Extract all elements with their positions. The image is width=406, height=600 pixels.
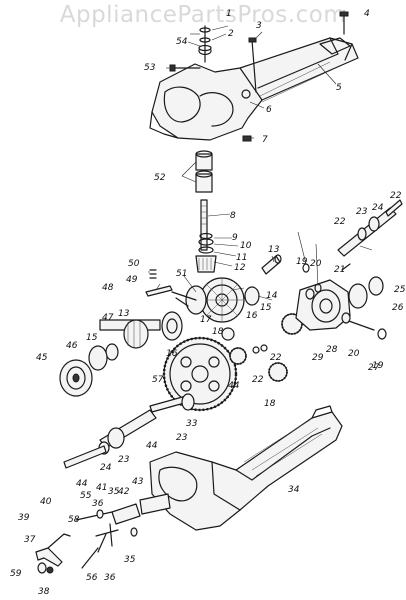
bevel-gear-cluster xyxy=(171,277,260,323)
pin-13 xyxy=(261,254,282,275)
right-upper-shaft xyxy=(337,199,403,271)
callout-7: 7 xyxy=(262,135,268,145)
callout-8: 8 xyxy=(230,211,236,221)
callout-41: 41 xyxy=(96,483,107,493)
callout-57: 57 xyxy=(152,375,164,385)
top-bolts xyxy=(169,11,349,142)
callout-13-upper: 13 xyxy=(268,245,280,255)
callout-13-lower: 13 xyxy=(118,309,130,319)
callout-38: 38 xyxy=(38,587,50,597)
callout-20-lower: 20 xyxy=(348,349,360,359)
callout-56: 56 xyxy=(86,573,98,583)
callout-48: 48 xyxy=(102,283,114,293)
callout-22-a: 22 xyxy=(390,191,402,201)
callout-36-upper: 36 xyxy=(92,499,104,509)
callout-20-upper: 20 xyxy=(310,259,322,269)
callout-53: 53 xyxy=(144,63,156,73)
callout-40: 40 xyxy=(40,497,52,507)
callout-16-left: 16 xyxy=(166,349,178,359)
callout-35-lower: 35 xyxy=(124,555,136,565)
callout-3: 3 xyxy=(256,21,262,31)
callout-24-upper: 24 xyxy=(372,203,384,213)
upper-housing xyxy=(149,37,359,141)
callout-45: 45 xyxy=(36,353,48,363)
callout-44-lower: 44 xyxy=(76,479,88,489)
leader-lines xyxy=(148,10,373,301)
callout-29: 29 xyxy=(312,353,324,363)
left-axle-assembly xyxy=(59,311,183,397)
callout-54: 54 xyxy=(176,37,188,47)
callout-28: 28 xyxy=(326,345,338,355)
callout-25: 25 xyxy=(394,285,406,295)
callout-22-c: 22 xyxy=(270,353,282,363)
callout-9: 9 xyxy=(232,233,238,243)
callout-52: 52 xyxy=(154,173,166,183)
callout-12: 12 xyxy=(234,263,246,273)
callout-33: 33 xyxy=(186,419,198,429)
callout-59: 59 xyxy=(10,569,22,579)
callout-44-upper: 44 xyxy=(228,381,240,391)
callout-labels: 1 2 3 4 5 6 7 8 9 10 11 12 13 13 14 15 1… xyxy=(10,9,406,597)
callout-2: 2 xyxy=(228,29,234,39)
callout-47: 47 xyxy=(102,313,114,323)
right-differential-housing xyxy=(295,276,384,331)
callout-4: 4 xyxy=(364,9,370,19)
lower-case xyxy=(149,405,343,531)
right-bolts xyxy=(302,263,387,340)
input-shaft xyxy=(195,199,217,273)
callout-21: 21 xyxy=(334,265,345,275)
callout-42: 42 xyxy=(118,487,130,497)
callout-27: 27 xyxy=(368,363,380,373)
callout-23-middle: 23 xyxy=(176,433,188,443)
callout-24-lower: 24 xyxy=(100,463,112,473)
callout-26: 26 xyxy=(392,303,404,313)
callout-18-upper: 18 xyxy=(212,327,224,337)
callout-16-right: 16 xyxy=(246,311,258,321)
shift-linkage xyxy=(35,493,171,574)
callout-22-d: 22 xyxy=(252,375,264,385)
callout-35-upper: 35 xyxy=(108,487,120,497)
callout-37: 37 xyxy=(24,535,36,545)
callout-14: 14 xyxy=(266,291,278,301)
callout-6: 6 xyxy=(266,105,272,115)
callout-49: 49 xyxy=(126,275,138,285)
callout-34: 34 xyxy=(288,485,300,495)
callout-1: 1 xyxy=(226,9,232,19)
callout-23-upper: 23 xyxy=(356,207,368,217)
callout-18-lower: 18 xyxy=(264,399,276,409)
callout-55: 55 xyxy=(80,491,92,501)
callout-46: 46 xyxy=(66,341,78,351)
callout-15-right: 15 xyxy=(260,303,272,313)
callout-51: 51 xyxy=(176,269,187,279)
callout-43: 43 xyxy=(132,477,144,487)
callout-10: 10 xyxy=(240,241,252,251)
callout-44-middle: 44 xyxy=(146,441,158,451)
main-spur-gear xyxy=(162,336,238,412)
spring-and-pin xyxy=(145,269,173,297)
callout-39: 39 xyxy=(18,513,30,523)
callout-50: 50 xyxy=(128,259,140,269)
callout-11: 11 xyxy=(236,253,247,263)
callout-22-b: 22 xyxy=(334,217,346,227)
callout-58: 58 xyxy=(68,515,80,525)
callout-19-lower: 19 xyxy=(372,361,384,371)
callout-19-upper: 19 xyxy=(296,257,308,267)
lower-shaft-assembly xyxy=(63,393,195,469)
callout-23-lower: 23 xyxy=(118,455,130,465)
callout-17: 17 xyxy=(200,315,212,325)
bushings xyxy=(195,150,213,193)
callout-36-lower: 36 xyxy=(104,573,116,583)
callout-5: 5 xyxy=(336,83,342,93)
callout-15-left: 15 xyxy=(86,333,98,343)
